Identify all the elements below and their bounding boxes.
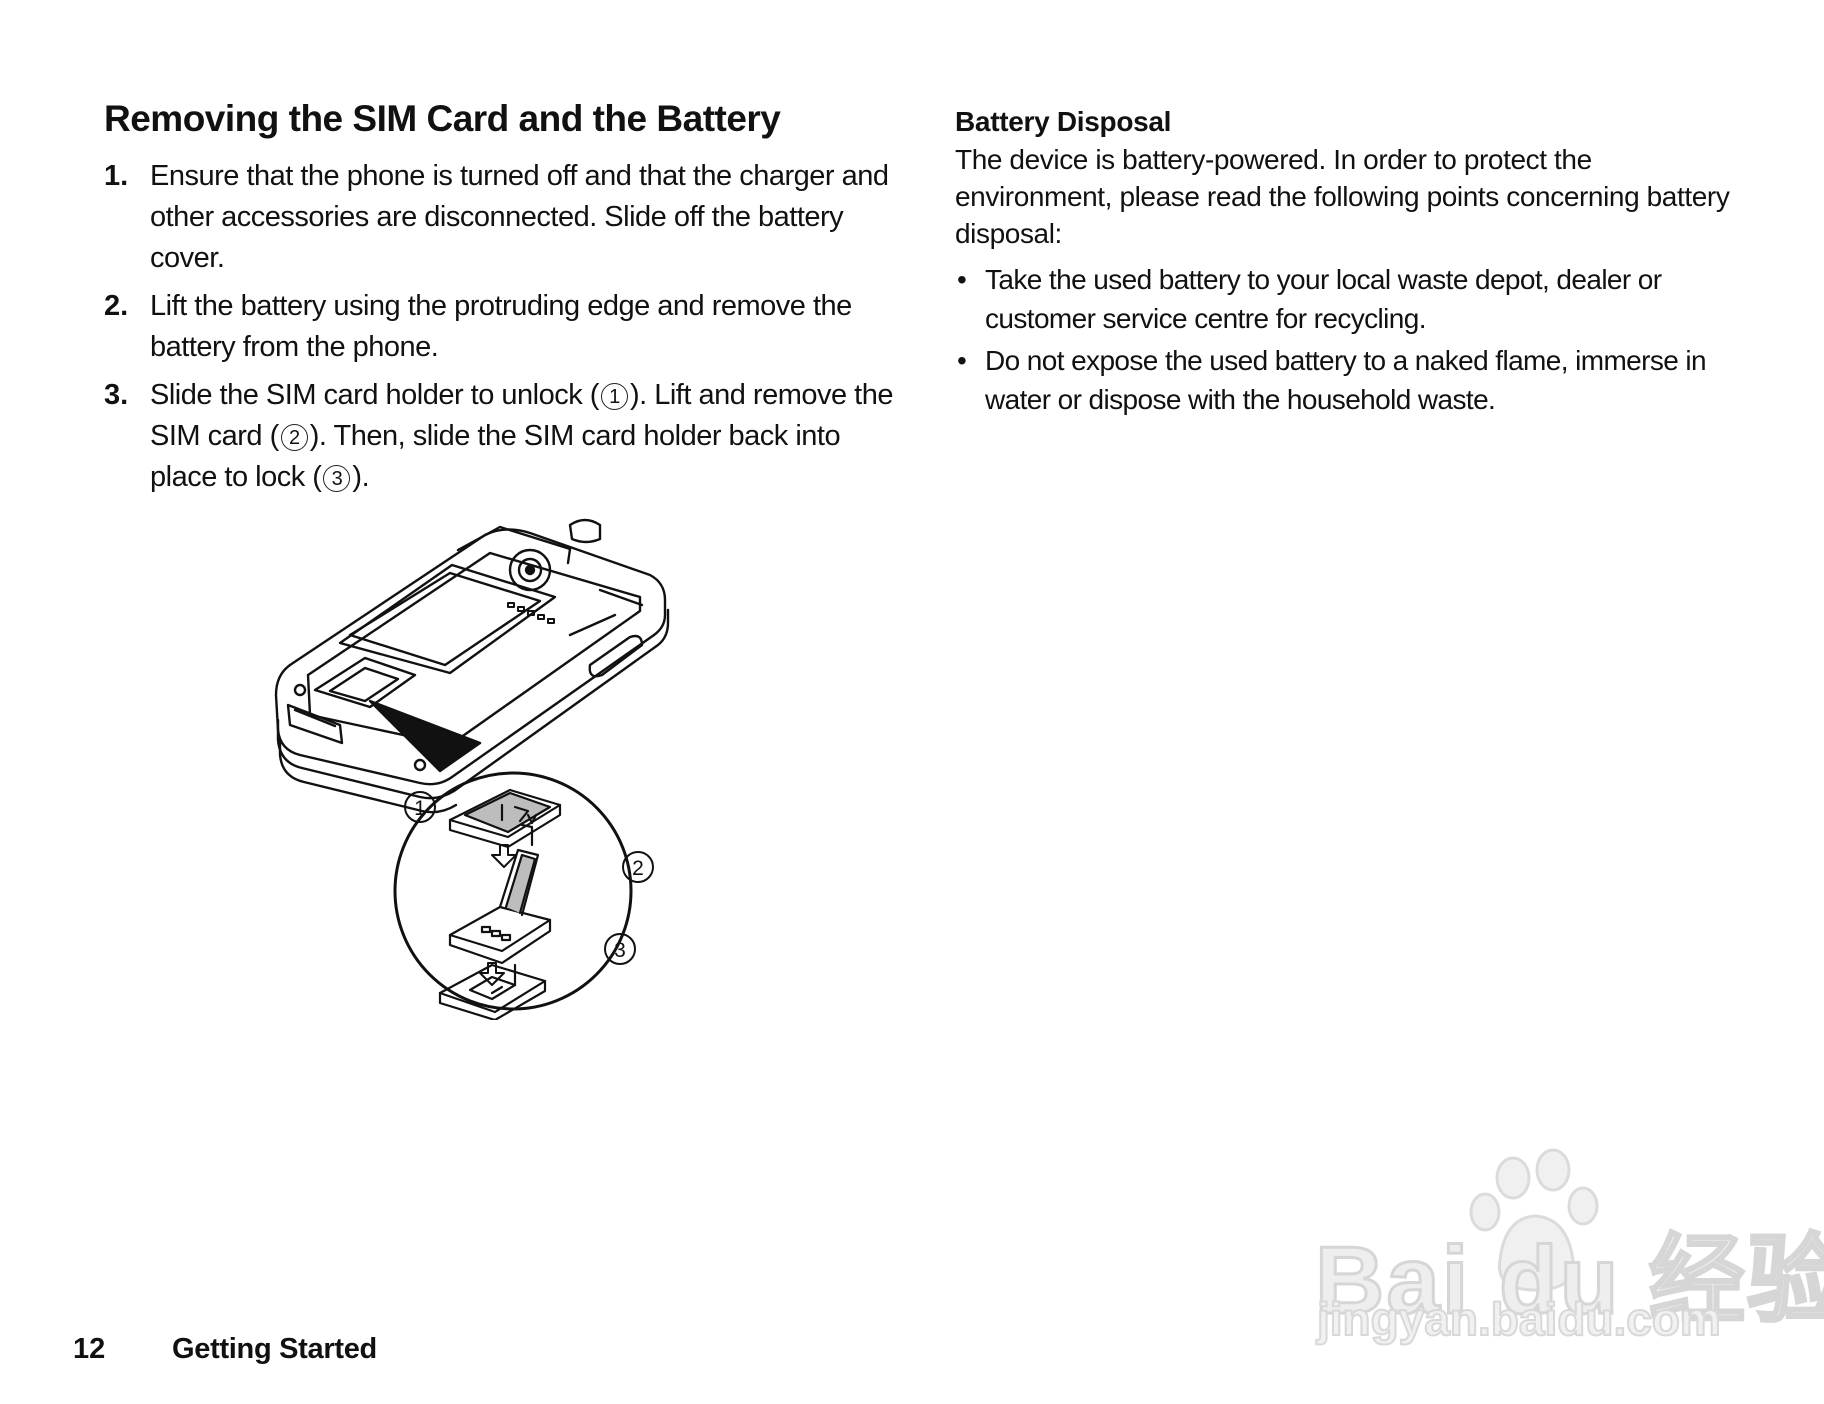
battery-contacts — [507, 602, 555, 624]
side-rail-lower — [568, 613, 617, 637]
arrow-down-icon — [491, 844, 517, 868]
side-rail — [598, 588, 644, 607]
footer-section-title: Getting Started — [172, 1333, 377, 1365]
phone-body-lower — [276, 608, 670, 800]
callout-2 — [622, 851, 654, 883]
battery-frame — [338, 563, 557, 675]
callout-marker: 3 — [323, 465, 351, 492]
bottom-connector-inner — [293, 708, 337, 728]
sim-holder-lock — [438, 963, 547, 1020]
battery-compartment — [348, 571, 542, 667]
phone-body-edge — [278, 738, 458, 814]
callout-marker: 2 — [280, 424, 308, 451]
page-number: 12 — [73, 1333, 106, 1365]
sim-holder-open — [448, 813, 552, 965]
step-text-part: Slide the SIM card holder to unlock ( — [150, 379, 599, 411]
step-number: 1. — [104, 160, 129, 192]
paw-icon — [1469, 1148, 1599, 1292]
step-text: Ensure that the phone is turned off and … — [150, 160, 889, 274]
disposal-bullets: Take the used battery to your local wast… — [955, 260, 1745, 419]
side-button — [588, 634, 644, 678]
step-text: Lift the battery using the protruding ed… — [150, 290, 852, 363]
step-item: 2. Lift the battery using the protruding… — [104, 286, 904, 368]
callout-label: 3 — [614, 939, 626, 962]
camera-housing — [456, 525, 572, 565]
callout-3 — [604, 933, 636, 965]
callout-label: 1 — [414, 797, 426, 820]
step-number: 3. — [104, 379, 129, 411]
callout-1 — [404, 791, 436, 823]
intro-paragraph: The device is battery-powered. In order … — [955, 144, 1730, 249]
camera-lens-inner — [517, 557, 543, 583]
sim-removal-illustration: 1 2 3 — [270, 515, 720, 1020]
step-text: Slide the SIM card holder to unlock (1).… — [150, 375, 910, 498]
step-text-part: ). Lift and remove the SIM card ( — [150, 379, 894, 452]
camera-lens-core — [524, 564, 536, 576]
battery-disposal-section: Battery Disposal The device is battery-p… — [955, 105, 1745, 422]
watermark-logo-text: Bai du 经验 — [1313, 1226, 1824, 1336]
step-item: 1. Ensure that the phone is turned off a… — [104, 156, 904, 279]
step-item: 3. Slide the SIM card holder to unlock (… — [104, 375, 904, 498]
phone-diagram: 1 2 3 — [274, 518, 670, 1020]
sim-slot-inner — [328, 666, 400, 703]
list-item: Take the used battery to your local wast… — [955, 260, 1745, 338]
section-heading: Removing the SIM Card and the Battery — [104, 98, 781, 139]
sim-slot — [313, 656, 417, 709]
watermark: Bai du 经验 jingyan.baidu.com — [1305, 1140, 1824, 1355]
screw — [293, 683, 307, 697]
instruction-steps: 1. Ensure that the phone is turned off a… — [104, 156, 904, 505]
step-text-part: ). — [352, 461, 370, 493]
list-item: Do not expose the used battery to a nake… — [955, 341, 1745, 419]
step-number: 2. — [104, 290, 129, 322]
watermark-url: jingyan.baidu.com — [1316, 1292, 1722, 1346]
screw — [413, 758, 427, 772]
arrow-down-icon — [479, 962, 505, 986]
sub-heading: Battery Disposal — [955, 106, 1172, 137]
sim-holder-unlock — [448, 788, 562, 849]
bottom-connector — [286, 703, 344, 745]
hinge-top — [568, 518, 602, 544]
callout-label: 2 — [632, 857, 644, 880]
callout-marker: 1 — [600, 383, 628, 410]
step-text-part: ). Then, slide the SIM card holder back … — [150, 420, 841, 493]
magnifier-wedge — [368, 699, 482, 773]
